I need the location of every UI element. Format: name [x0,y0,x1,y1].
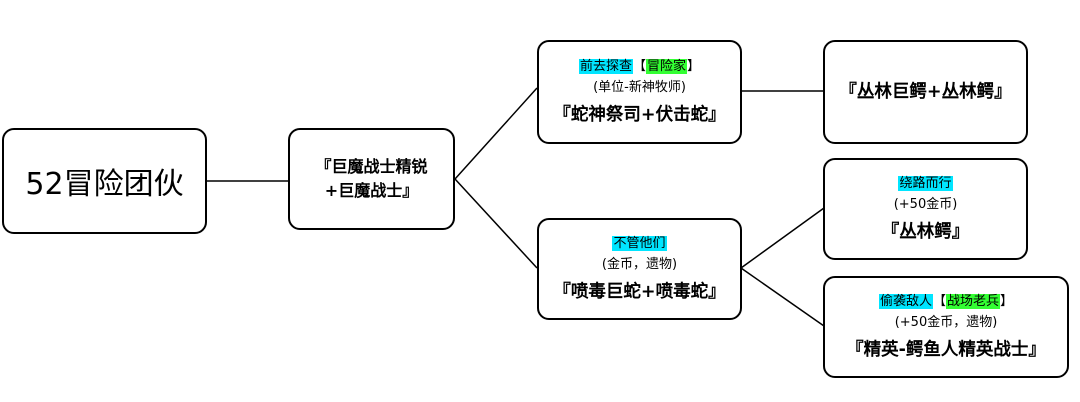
connector-stage1-lower [454,178,538,269]
upper-choice-requirement: 冒险家 [646,59,688,74]
ambush-requirement: 战场老兵 [946,294,1001,309]
detour-action-line: 绕路而行 [898,173,953,195]
upper-result-node: 『丛林巨鳄+丛林鳄』 [823,40,1028,144]
detour-action: 绕路而行 [898,176,953,191]
ambush-bracket-open: 【 [932,294,946,309]
root-label: 52冒险团伙 [25,167,184,202]
upper-choice-reward: (单位-新神牧师) [593,80,686,95]
detour-enemies: 『丛林鳄』 [881,222,970,242]
ambush-reward: (+50金币，遗物) [894,315,998,330]
stage1-node: 『巨魔战士精锐 +巨魔战士』 [288,128,455,230]
upper-choice-bracket-open: 【 [632,59,646,74]
upper-choice-action-line: 前去探查【冒险家】 [578,56,701,78]
ambush-node: 偷袭敌人【战场老兵】 (+50金币，遗物) 『精英-鳄鱼人精英战士』 [823,276,1069,378]
lower-choice-enemies: 『喷毒巨蛇+喷毒蛇』 [553,282,726,302]
connector-lower-ambush [740,267,825,327]
upper-choice-node: 前去探查【冒险家】 (单位-新神牧师) 『蛇神祭司+伏击蛇』 [537,40,742,144]
stage1-label: 『巨魔战士精锐 +巨魔战士』 [315,157,428,200]
upper-choice-action: 前去探查 [578,59,633,74]
upper-choice-enemies: 『蛇神祭司+伏击蛇』 [553,105,726,125]
detour-node: 绕路而行 (+50金币) 『丛林鳄』 [823,158,1028,260]
ambush-action-line: 偷袭敌人【战场老兵】 [878,291,1014,313]
upper-choice-bracket-close: 】 [687,59,701,74]
lower-choice-action-line: 不管他们 [612,233,667,255]
ambush-enemies: 『精英-鳄鱼人精英战士』 [846,340,1046,360]
detour-reward: (+50金币) [893,197,958,212]
connector-stage1-upper [454,87,538,180]
root-node: 52冒险团伙 [2,128,207,234]
connector-lower-detour [740,207,825,269]
ambush-action: 偷袭敌人 [878,294,933,309]
upper-result-enemies: 『丛林巨鳄+丛林鳄』 [839,82,1012,102]
lower-choice-node: 不管他们 (金币，遗物) 『喷毒巨蛇+喷毒蛇』 [537,218,742,320]
ambush-bracket-close: 】 [1000,294,1014,309]
lower-choice-reward: (金币，遗物) [601,257,678,272]
lower-choice-action: 不管他们 [612,236,667,251]
